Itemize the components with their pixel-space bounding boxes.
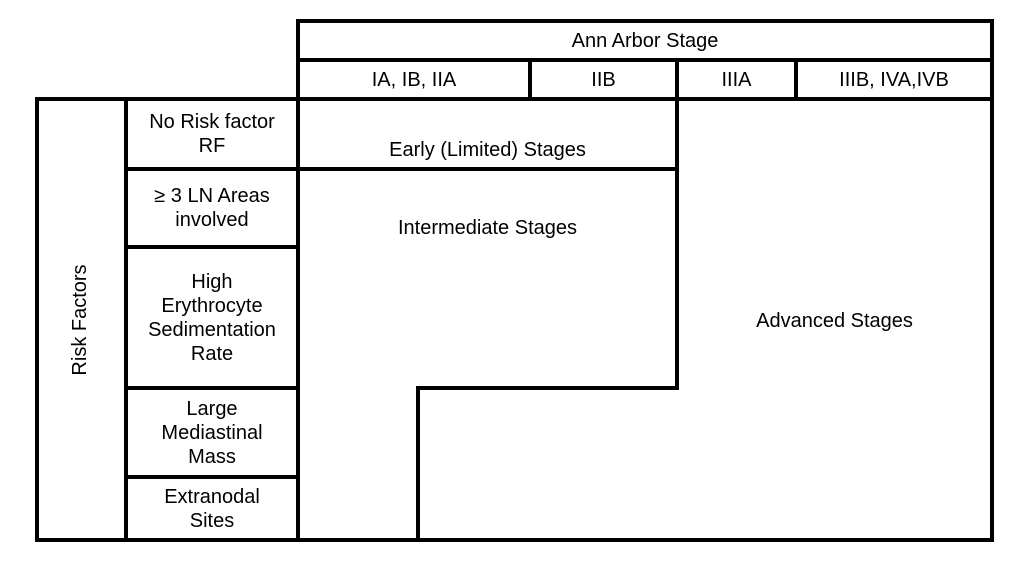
column-header-iiib-iva-ivb: IIIB, IVA,IVB [839, 68, 949, 91]
advanced-boundary [416, 97, 679, 542]
risk-row-ln-areas: ≥ 3 LN Areas involved [154, 185, 270, 231]
region-advanced-stages: Advanced Stages [756, 310, 913, 332]
column-header-ia-ib-iia: IA, IB, IIA [371, 68, 457, 91]
risk-row-mediastinal-mass: Large Mediastinal Mass [161, 397, 263, 468]
region-early-stages: Early (Limited) Stages [389, 139, 586, 161]
column-header-iib: IIB [591, 68, 616, 91]
risk-row-no-risk-factor: No Risk factor RF [149, 111, 275, 157]
region-intermediate-stages: Intermediate Stages [398, 217, 577, 239]
risk-factors-title: Risk Factors [69, 264, 91, 376]
body-frame [35, 97, 994, 542]
risk-row-esr: High Erythrocyte Sedimentation Rate [148, 270, 276, 365]
risk-row-extranodal-sites: Extranodal Sites [164, 485, 260, 532]
header-title: Ann Arbor Stage [571, 29, 719, 52]
column-header-iiia: IIIA [721, 68, 752, 91]
